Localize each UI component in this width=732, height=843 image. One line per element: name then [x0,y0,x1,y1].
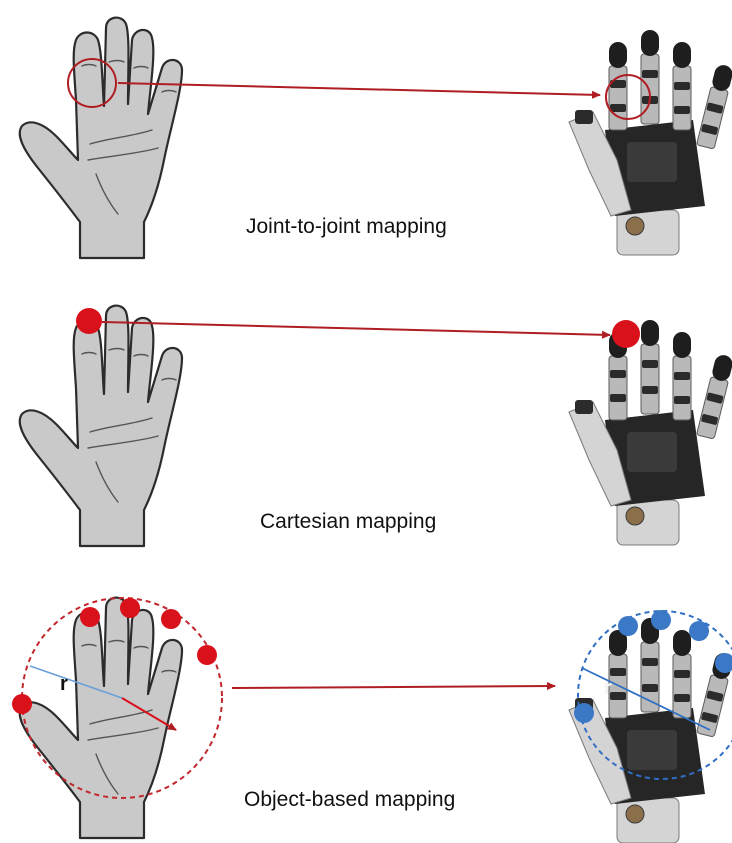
human-fingertip-middle [120,598,140,618]
human-fingertip-little [197,645,217,665]
robot-radius-label: r [604,677,612,699]
caption-object-based: Object-based mapping [244,788,455,811]
human-fingertip-thumb [12,694,32,714]
robot-fingertip-middle [651,610,671,630]
mapping-arrow-1 [118,83,600,95]
human-fingertip-ring [161,609,181,629]
panel-cartesian: Cartesian mapping [20,306,732,546]
robot-hand-3 [569,618,732,843]
mapping-arrow-3 [232,686,555,688]
panel-joint-to-joint: Joint-to-joint mapping [20,18,732,258]
human-fingertip-marker [76,308,102,334]
robot-fingertip-marker [612,320,640,348]
robot-fingertip-index [618,616,638,636]
robot-fingertip-ring [689,621,709,641]
panel-object-based: r r Object-based mapping [12,598,732,843]
robot-hand-2 [569,320,732,545]
robot-hand-1 [569,30,732,255]
caption-cartesian: Cartesian mapping [260,510,436,533]
human-hand-2 [20,306,182,546]
caption-joint-to-joint: Joint-to-joint mapping [246,215,447,238]
human-hand-1 [20,18,182,258]
human-fingertip-index [80,607,100,627]
mapping-arrow-2 [102,322,610,335]
human-radius-label: r [60,673,68,695]
human-hand-3 [20,598,182,838]
robot-fingertip-thumb [574,703,594,723]
